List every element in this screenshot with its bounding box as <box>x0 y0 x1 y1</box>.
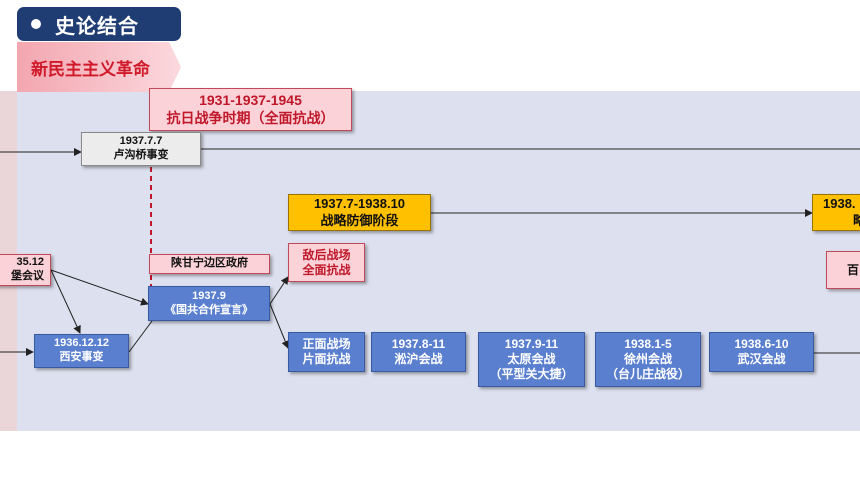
period-name: 抗日战争时期（全面抗战） <box>166 109 335 126</box>
event-date: 1937.9 <box>192 289 226 302</box>
battle-taiyuan: 1937.9-11 太原会战 （平型关大捷） <box>478 332 585 387</box>
stage-date: 1937.7-1938.10 <box>313 196 406 212</box>
stage-name: 略 <box>853 212 860 228</box>
line-guogong-enemyrear <box>269 276 289 305</box>
line-guogong-frontal <box>269 303 290 349</box>
event-name: 《国共合作宣言》 <box>165 303 253 316</box>
event-date: 1937.7.7 <box>119 135 163 148</box>
revolution-banner-text: 新民主主义革命 <box>31 59 150 79</box>
line-wayaobao-xian <box>50 269 81 334</box>
event-date: 35.12 <box>16 256 44 269</box>
line-xian-guogong <box>128 320 153 353</box>
stage-next: 1938. 略 <box>812 194 860 231</box>
event-name: 堡会议 <box>11 270 44 282</box>
front-frontal: 正面战场 片面抗战 <box>288 332 365 372</box>
battle-date: 1938.1-5 <box>624 337 672 351</box>
battle-wuhan: 1938.6-10 武汉会战 <box>709 332 814 372</box>
battle-name: 太原会战 <box>507 352 556 366</box>
event-name: 陕甘宁边区政府 <box>171 257 248 270</box>
event-baituan: 百 <box>826 251 860 289</box>
front-line2: 片面抗战 <box>302 352 351 366</box>
front-line1: 正面战场 <box>302 337 351 351</box>
battle-name: 徐州会战 <box>623 352 672 366</box>
section-title: 史论结合 <box>17 7 181 41</box>
battle-date: 1937.9-11 <box>504 337 559 351</box>
event-lugouqiao: 1937.7.7 卢沟桥事变 <box>81 132 201 166</box>
line-wayaobao-guogong <box>50 269 149 306</box>
battle-xuzhou: 1938.1-5 徐州会战 （台儿庄战役） <box>595 332 701 387</box>
front-enemy-rear: 敌后战场 全面抗战 <box>288 243 365 282</box>
period-dates: 1931-1937-1945 <box>199 92 302 108</box>
battle-name: 淞沪会战 <box>394 352 443 366</box>
event-xian: 1936.12.12 西安事变 <box>34 334 129 368</box>
battle-note: （平型关大捷） <box>489 367 574 381</box>
stage-date: 1938. <box>823 196 856 212</box>
section-title-text: 史论结合 <box>55 15 139 38</box>
battle-note: （台儿庄战役） <box>605 367 690 381</box>
stage-name: 战略防御阶段 <box>320 212 399 228</box>
revolution-banner: 新民主主义革命 <box>17 42 181 92</box>
front-line2: 百 <box>847 262 860 277</box>
event-date: 1936.12.12 <box>53 337 110 350</box>
event-guogong: 1937.9 《国共合作宣言》 <box>148 286 270 321</box>
battle-date: 1937.8-11 <box>391 337 446 351</box>
front-line1: 敌后战场 <box>302 247 351 262</box>
event-shaanganning: 陕甘宁边区政府 <box>149 254 270 274</box>
event-name: 西安事变 <box>59 351 104 363</box>
battle-date: 1938.6-10 <box>734 337 789 351</box>
battle-name: 武汉会战 <box>737 352 786 366</box>
period-box: 1931-1937-1945 抗日战争时期（全面抗战） <box>149 88 352 131</box>
battle-songhu: 1937.8-11 淞沪会战 <box>371 332 466 372</box>
front-line2: 全面抗战 <box>302 262 351 277</box>
event-wayaobao: 35.12 堡会议 <box>0 254 51 286</box>
bullet-dot-icon <box>31 19 41 29</box>
stage-strategic-defense: 1937.7-1938.10 战略防御阶段 <box>288 194 431 231</box>
event-name: 卢沟桥事变 <box>113 149 169 161</box>
